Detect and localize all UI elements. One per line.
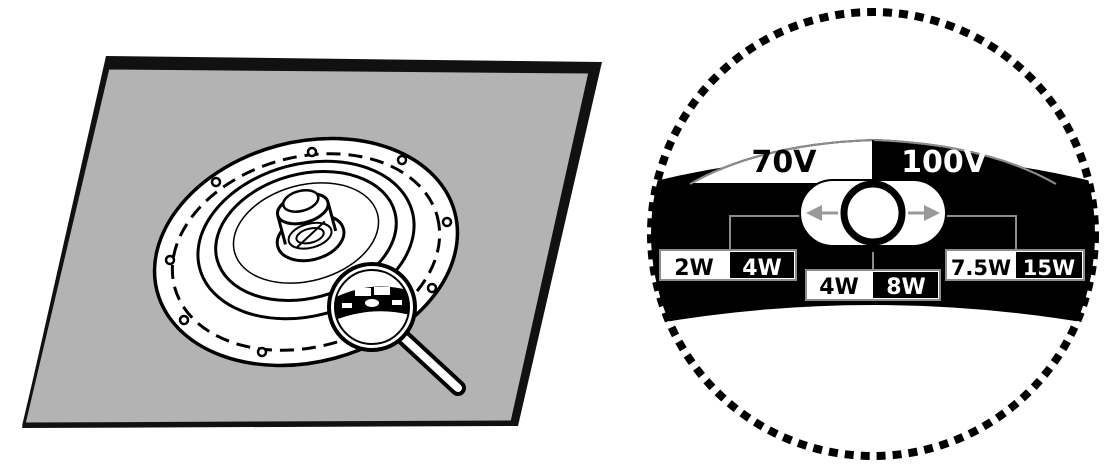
mounting-clips xyxy=(164,146,453,358)
tap-label-7-5w: 7.5W xyxy=(951,256,1011,280)
tap-box-70v: 2W 4W xyxy=(659,249,797,281)
voltage-label-70v: 70V xyxy=(752,145,818,180)
mounting-ring xyxy=(170,152,442,352)
magnifier-icon xyxy=(327,262,466,396)
voltage-label-100v: 100V xyxy=(901,145,988,180)
tap-box-100v: 7.5W 15W xyxy=(945,249,1085,281)
tap-label-8w: 8W xyxy=(886,275,926,300)
tweeter xyxy=(275,188,346,263)
selector-arrows xyxy=(806,205,940,221)
tap-label-center-4w: 4W xyxy=(819,275,859,300)
tap-label-4w: 4W xyxy=(742,256,782,281)
zoom-border xyxy=(647,8,1099,460)
tap-box-center: 4W 8W xyxy=(805,269,941,301)
tap-label-15w: 15W xyxy=(1023,256,1075,280)
tap-label-2w: 2W xyxy=(674,256,714,281)
zoom-view: 70V 100V 2W 4W 4W 8W 7.5W 15W xyxy=(647,8,1099,460)
selector-knob xyxy=(840,180,906,246)
